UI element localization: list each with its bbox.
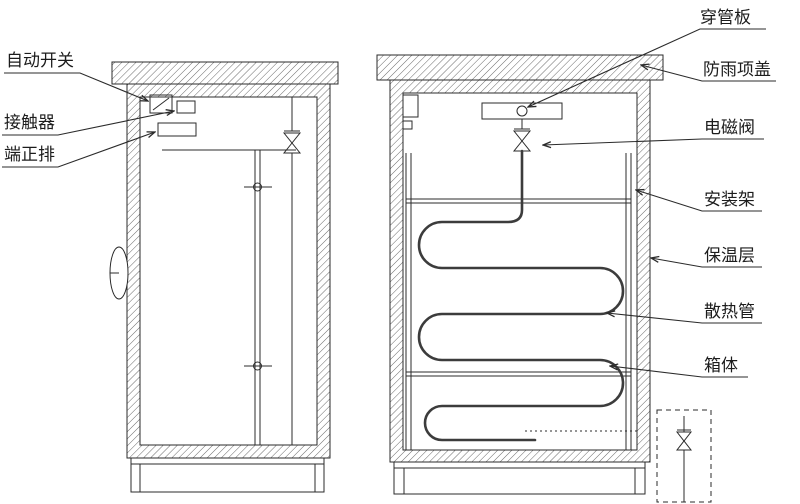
external-valve-lower-triangle	[675, 440, 693, 451]
right-cabinet	[376, 54, 712, 503]
leader-radiator-pipe	[607, 313, 762, 324]
auto-switch-component	[149, 94, 173, 114]
right-top-component-small	[402, 120, 413, 130]
left-valve-lower-triangle	[282, 142, 302, 154]
pipe-plate-component	[481, 102, 563, 120]
label-radiator-pipe: 散热管	[704, 302, 755, 321]
left-cabinet-inner-wall	[139, 96, 318, 446]
label-pipe-plate: 穿管板	[700, 8, 751, 27]
label-solenoid-valve: 电磁阀	[704, 118, 755, 137]
left-cabinet-wall-insulation	[127, 84, 330, 458]
label-auto-switch: 自动开关	[6, 51, 74, 70]
leader-terminal-block	[2, 132, 155, 168]
right-cabinet-inner-wall	[402, 92, 638, 451]
leader-contactor	[2, 111, 174, 136]
external-valve-upper-triangle	[675, 431, 693, 442]
terminal-block-component	[157, 122, 197, 137]
right-top-component	[402, 94, 419, 118]
label-mounting-frame: 安装架	[704, 190, 755, 209]
left-cabinet-outer-wall	[126, 83, 331, 459]
leader-insulation-layer	[651, 258, 762, 268]
label-rain-cover: 防雨项盖	[703, 60, 771, 79]
left-cabinet-top-cap	[111, 61, 339, 85]
label-terminal-block: 端正排	[4, 145, 55, 164]
label-insulation-layer: 保温层	[704, 246, 755, 265]
right-cabinet-top-cap	[376, 54, 664, 81]
label-contactor: 接触器	[4, 113, 55, 132]
leader-auto-switch	[4, 72, 148, 101]
leader-solenoid-valve	[543, 138, 764, 145]
left-cabinet	[109, 61, 339, 493]
solenoid-upper-triangle	[512, 130, 532, 142]
labels: 自动开关 接触器 端正排 穿管板 防雨项盖 电磁阀 安装架 保温层 散热管 箱体	[4, 8, 771, 375]
leader-rain-cover	[641, 65, 776, 82]
radiator-coil	[417, 149, 625, 442]
left-cabinet-base	[130, 457, 325, 493]
label-cabinet-body: 箱体	[704, 356, 738, 375]
left-valve-upper-triangle	[282, 132, 302, 144]
auto-switch-lever	[152, 97, 170, 111]
pipe-plate-hole	[516, 105, 528, 117]
leader-cabinet-body	[610, 366, 748, 378]
solenoid-lower-triangle	[512, 140, 532, 152]
leader-pipe-plate	[528, 28, 766, 107]
contactor-component	[176, 100, 196, 114]
right-cabinet-base	[393, 461, 646, 495]
leader-lines	[2, 28, 776, 378]
leader-mounting-frame	[636, 190, 762, 212]
